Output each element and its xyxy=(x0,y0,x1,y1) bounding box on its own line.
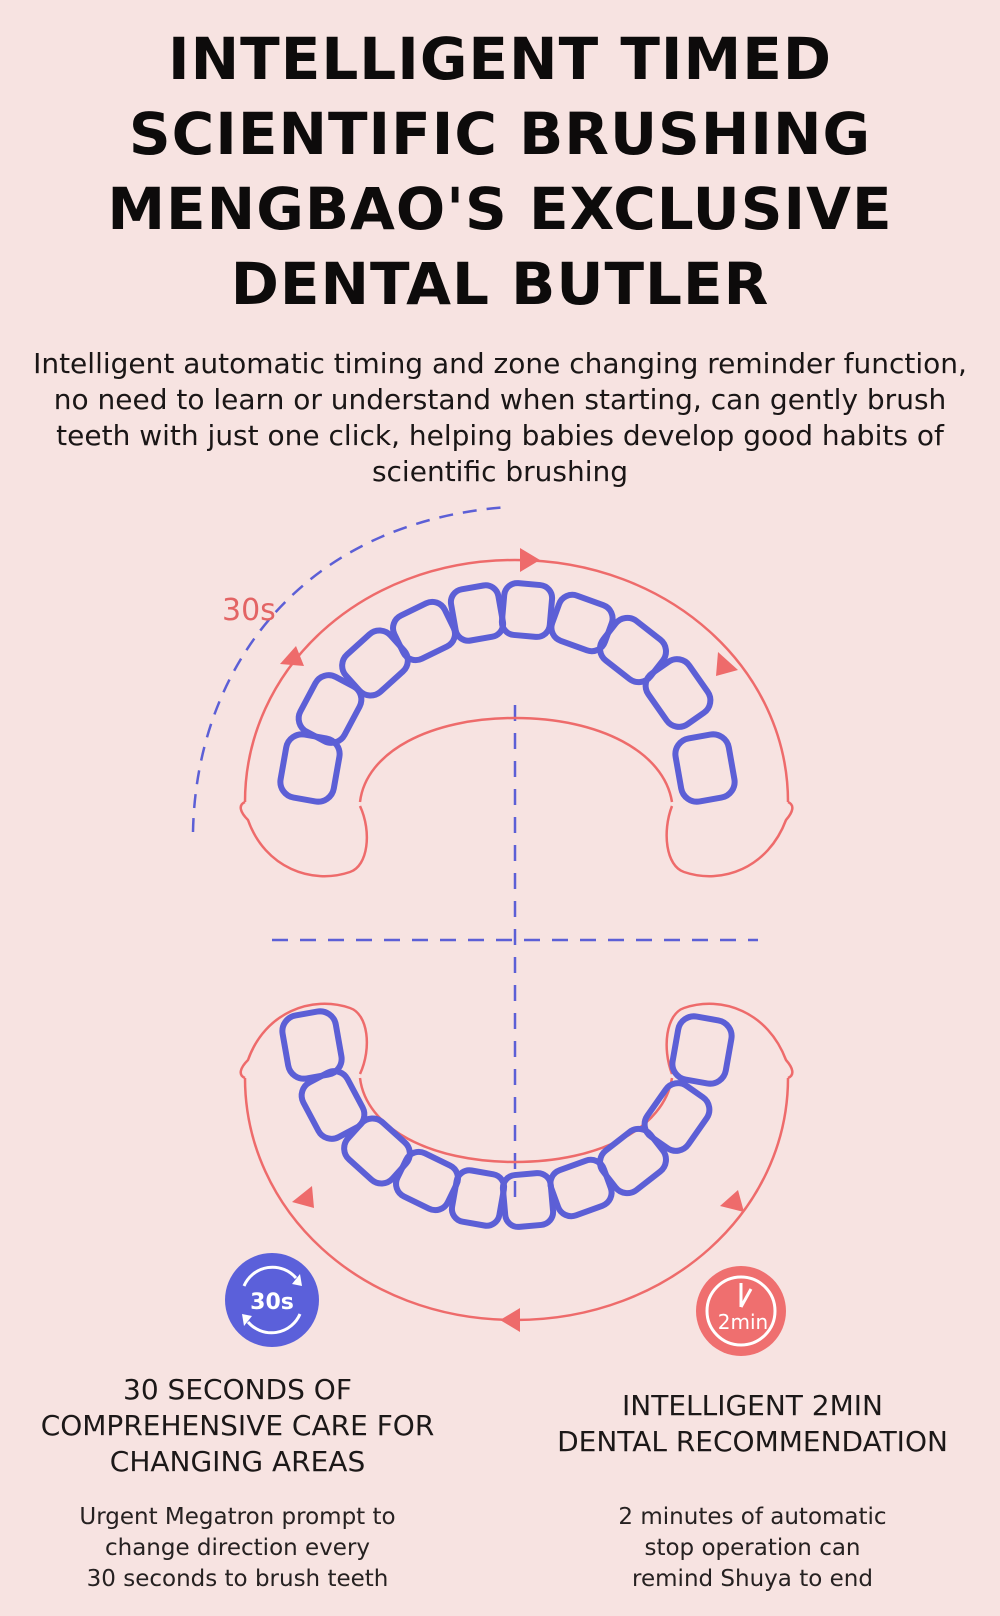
lower-left-end xyxy=(239,1002,369,1080)
title-line: SCIENTIFIC BRUSHING xyxy=(128,100,872,168)
tooth xyxy=(339,627,411,699)
feature-desc-line: remind Shuya to end xyxy=(632,1566,873,1592)
feature-title: INTELLIGENT 2MIN DENTAL RECOMMENDATION xyxy=(505,1388,1000,1460)
tooth xyxy=(499,1170,557,1230)
arrow-icon xyxy=(280,646,304,666)
tooth xyxy=(298,1068,368,1142)
arrow-icon xyxy=(716,652,738,676)
feature-2min: INTELLIGENT 2MIN DENTAL RECOMMENDATION 2… xyxy=(505,1388,1000,1595)
feature-title-line: INTELLIGENT 2MIN xyxy=(622,1389,883,1422)
feature-desc-line: change direction every xyxy=(104,1535,371,1561)
tooth xyxy=(390,598,458,664)
badge-2min-text: 2min xyxy=(718,1310,768,1334)
lower-right-end xyxy=(665,1002,794,1080)
arrow-icon xyxy=(520,548,540,572)
intro-text: Intelligent automatic timing and zone ch… xyxy=(33,347,967,488)
tooth xyxy=(642,656,714,730)
title-line: MENGBAO'S EXCLUSIVE xyxy=(107,175,893,243)
upper-inner-arc xyxy=(358,716,674,803)
tooth xyxy=(669,1013,735,1087)
tooth xyxy=(547,1156,615,1220)
feature-title-line: DENTAL RECOMMENDATION xyxy=(557,1425,948,1458)
tooth xyxy=(447,582,507,644)
clock-2min-badge-icon: 2min xyxy=(696,1266,786,1356)
title-line: DENTAL BUTLER xyxy=(230,250,770,318)
arrow-icon xyxy=(500,1308,520,1332)
tooth xyxy=(448,1167,508,1229)
lower-teeth xyxy=(279,1008,735,1230)
feature-desc-line: Urgent Megatron prompt to xyxy=(79,1504,396,1530)
tooth xyxy=(672,731,738,805)
feature-description: Urgent Megatron prompt to change directi… xyxy=(0,1502,475,1595)
tooth xyxy=(597,614,669,686)
feature-30-seconds: 30 SECONDS OF COMPREHENSIVE CARE FOR CHA… xyxy=(0,1372,475,1595)
upper-left-end xyxy=(239,800,369,878)
page-title: INTELLIGENT TIMED SCIENTIFIC BRUSHING ME… xyxy=(0,22,1000,322)
feature-title-line: CHANGING AREAS xyxy=(109,1445,366,1478)
arrow-icon xyxy=(292,1186,314,1208)
feature-title-line: 30 SECONDS OF xyxy=(123,1373,352,1406)
upper-right-end xyxy=(665,800,794,878)
tooth xyxy=(341,1115,413,1187)
timer-30s-badge-icon: 30s xyxy=(225,1253,319,1347)
brushing-zone-diagram: 30s xyxy=(191,505,794,1332)
feature-desc-line: stop operation can xyxy=(644,1535,861,1561)
feature-description: 2 minutes of automatic stop operation ca… xyxy=(505,1502,1000,1595)
tooth xyxy=(548,591,616,655)
badge-30s-text: 30s xyxy=(250,1290,294,1315)
feature-desc-line: 2 minutes of automatic xyxy=(618,1504,887,1530)
upper-teeth xyxy=(277,580,738,805)
tooth xyxy=(295,672,365,746)
tooth xyxy=(641,1080,713,1154)
tooth xyxy=(597,1125,669,1197)
upper-outer-arc xyxy=(243,558,790,803)
timer-arc xyxy=(191,505,509,833)
arrow-icon xyxy=(720,1190,744,1212)
feature-title-line: COMPREHENSIVE CARE FOR xyxy=(40,1409,435,1442)
title-line: INTELLIGENT TIMED xyxy=(168,25,832,93)
timer-label: 30s xyxy=(222,593,276,628)
tooth xyxy=(498,580,556,640)
feature-title: 30 SECONDS OF COMPREHENSIVE CARE FOR CHA… xyxy=(0,1372,475,1480)
feature-desc-line: 30 seconds to brush teeth xyxy=(86,1566,389,1592)
